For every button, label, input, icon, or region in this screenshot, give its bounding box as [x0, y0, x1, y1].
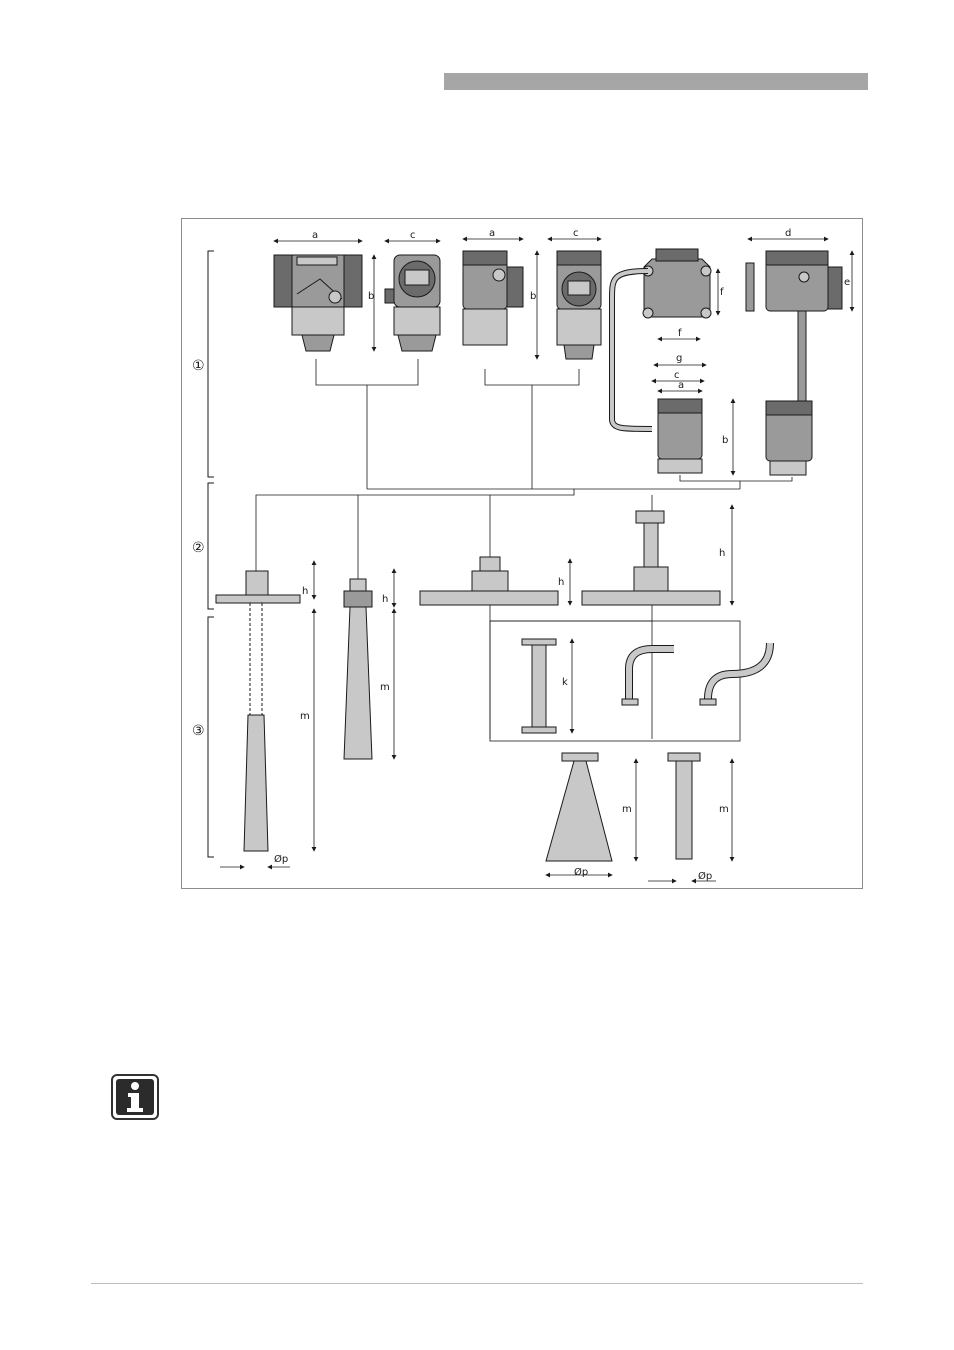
flange-high-temp [582, 511, 720, 605]
housing-compact-front [385, 255, 440, 351]
dim-label-g: g [676, 353, 682, 364]
dim-label-f2: f [678, 328, 682, 339]
group-label-2: ② [192, 540, 205, 556]
dimension-drawing: ① ② ③ [181, 218, 863, 889]
dim-label-a1: a [312, 230, 318, 241]
info-icon-glyph [116, 1079, 154, 1115]
dim-label-a2: a [489, 228, 495, 239]
dim-label-m1: m [300, 711, 310, 722]
housing-slim-side [463, 251, 523, 345]
antenna-drop-long [244, 603, 268, 851]
dim-label-e: e [844, 277, 850, 288]
housing-compact-side [274, 255, 362, 351]
antenna-horn [546, 753, 612, 861]
dim-label-h2: h [382, 594, 388, 605]
info-icon-badge [116, 1079, 154, 1115]
antenna-wave-stick [668, 753, 700, 859]
flange-large [420, 557, 558, 605]
flange-small [216, 571, 300, 603]
info-icon [111, 1074, 159, 1120]
dim-label-b2: b [530, 291, 536, 302]
housing-remote-side [746, 251, 842, 475]
dim-label-a3: a [678, 380, 684, 391]
dim-label-k: k [562, 677, 568, 688]
dim-label-c2: c [573, 228, 579, 239]
dim-label-p1: Øp [274, 853, 288, 865]
dim-label-m4: m [719, 804, 729, 815]
dim-label-h1: h [302, 586, 308, 597]
footer-rule [91, 1283, 863, 1284]
dim-label-c1: c [410, 230, 416, 241]
dim-label-m2: m [380, 682, 390, 693]
dim-label-p3: Øp [698, 870, 712, 882]
housing-remote-bottom [658, 399, 702, 473]
dim-label-h4: h [719, 548, 725, 559]
thread-connection [344, 579, 372, 607]
dim-label-b1: b [368, 291, 374, 302]
dim-label-f1: f [720, 287, 724, 298]
dimension-drawing-svg: ① ② ③ [182, 219, 864, 890]
dim-label-h3: h [558, 577, 564, 588]
housing-slim-front [557, 251, 601, 359]
dim-label-b3: b [722, 435, 728, 446]
group-label-3: ③ [192, 723, 205, 739]
group-label-1: ① [192, 358, 205, 374]
dim-label-m3: m [622, 804, 632, 815]
antenna-drop-short [344, 607, 372, 759]
waveguide-box [490, 621, 770, 741]
dim-label-p2: Øp [574, 866, 588, 878]
dim-label-d: d [785, 228, 791, 239]
group-brackets [208, 251, 214, 857]
header-bar [444, 73, 868, 90]
